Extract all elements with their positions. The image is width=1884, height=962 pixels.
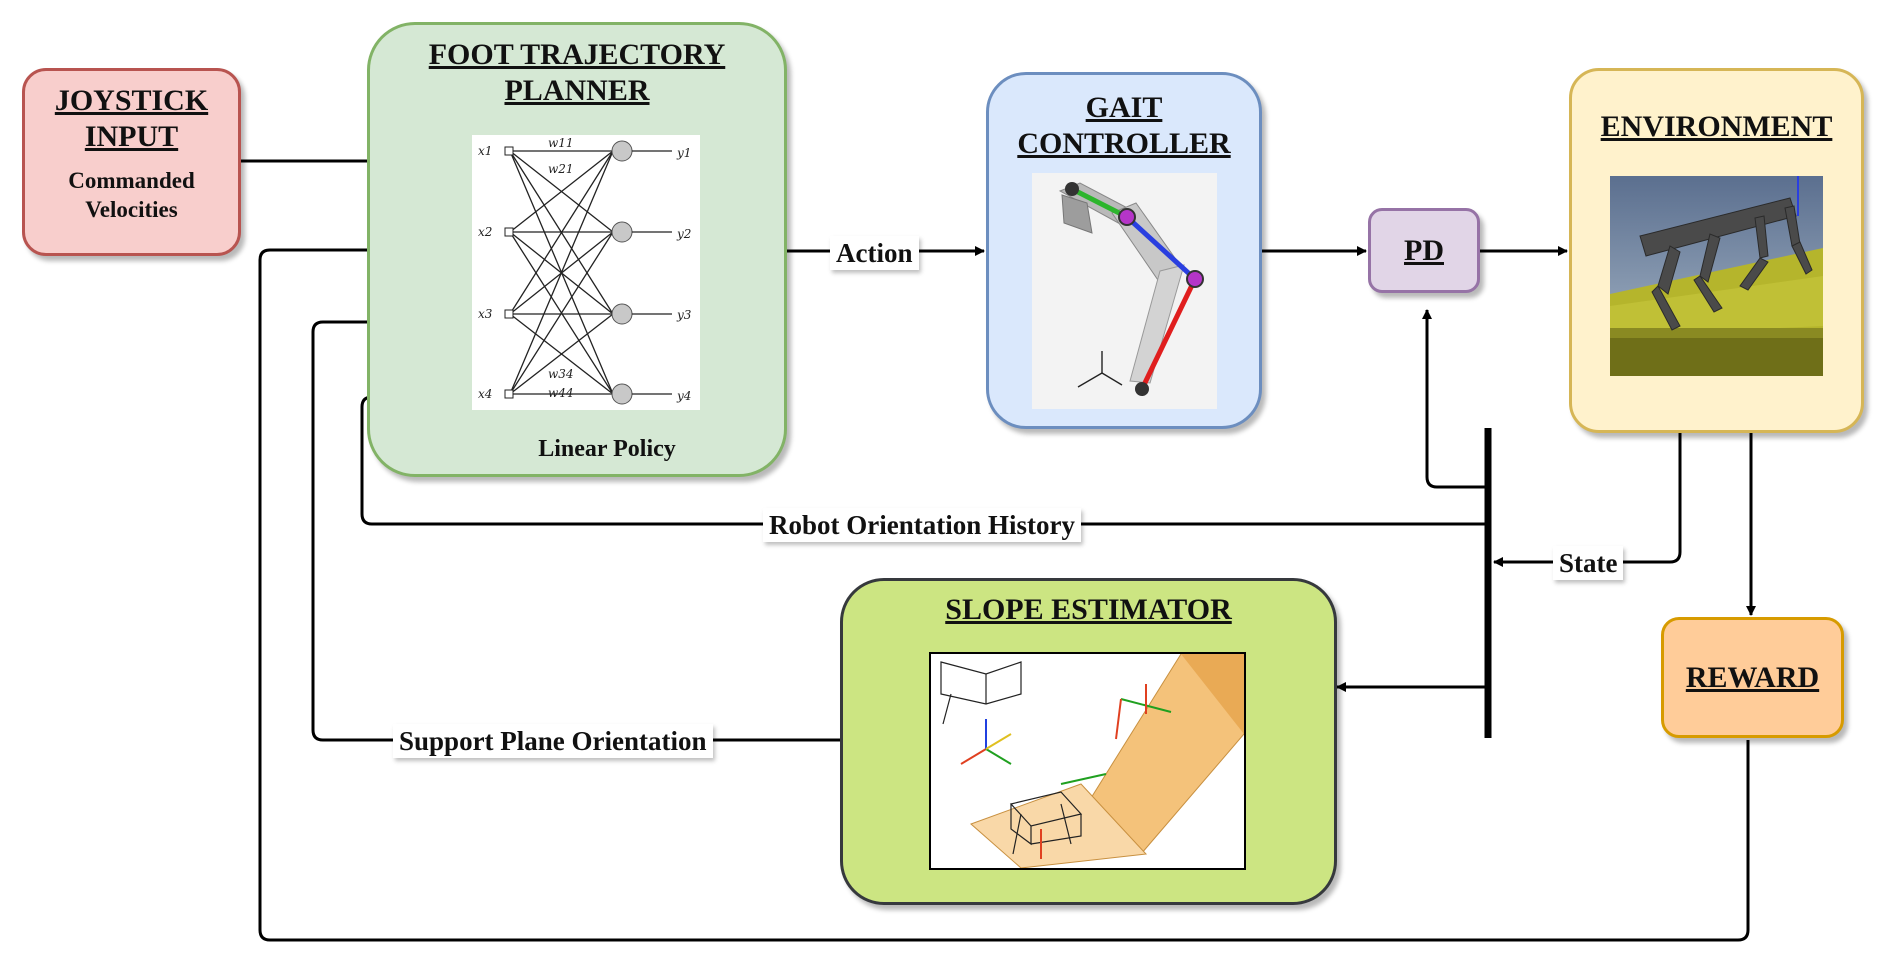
nn-input-x1: x1 xyxy=(478,144,492,158)
nn-weight-w44: w44 xyxy=(548,386,574,400)
joystick-sub-1: Commanded xyxy=(68,168,195,193)
pd-title: PD xyxy=(1404,234,1444,267)
arrow-reward-to-planner xyxy=(258,245,1750,942)
nn-edge xyxy=(509,231,614,395)
nn-weight-w11: w11 xyxy=(548,136,574,150)
joystick-title-2: INPUT xyxy=(84,120,179,153)
nn-input-x4: x4 xyxy=(478,387,492,401)
nn-output-y3: y3 xyxy=(676,308,692,322)
nn-output-y4: y4 xyxy=(676,389,691,403)
nn-input-node xyxy=(504,309,514,319)
nn-weight-w21: w21 xyxy=(548,162,574,176)
nn-weight-w34: w34 xyxy=(548,367,574,381)
arrow-env-state xyxy=(1493,433,1682,567)
arrow-support-plane-to-planner xyxy=(311,317,840,742)
slope-title: SLOPE ESTIMATOR xyxy=(945,593,1232,626)
nn-input-node xyxy=(504,146,514,156)
nn-output-node xyxy=(611,383,633,405)
nn-edge xyxy=(509,150,614,315)
nn-edge xyxy=(509,150,614,395)
joystick-input-box: JOYSTICK INPUT Commanded Velocities xyxy=(22,68,241,256)
nn-output-node xyxy=(611,140,633,162)
nn-output-y1: y1 xyxy=(676,146,691,160)
joystick-title-1: JOYSTICK xyxy=(54,84,209,117)
gait-title-1: GAIT xyxy=(1085,91,1163,124)
nn-input-node xyxy=(504,389,514,399)
nn-output-y2: y2 xyxy=(676,227,691,241)
nn-input-node xyxy=(504,227,514,237)
planner-title-1: FOOT TRAJECTORY xyxy=(428,38,726,71)
nn-input-x2: x2 xyxy=(478,225,492,239)
support-plane-label: Support Plane Orientation xyxy=(393,724,713,758)
reward-title: REWARD xyxy=(1685,661,1820,694)
reward-box: REWARD xyxy=(1661,617,1844,738)
nn-output-node xyxy=(611,303,633,325)
robot-leg-image xyxy=(1032,173,1217,409)
arrow-state-to-pd xyxy=(1422,309,1488,489)
nn-input-x3: x3 xyxy=(478,307,493,321)
pd-box: PD xyxy=(1368,208,1480,293)
gait-title-2: CONTROLLER xyxy=(1017,127,1231,160)
planner-title-2: PLANNER xyxy=(504,74,650,107)
planner-caption: Linear Policy xyxy=(538,436,676,462)
environment-title: ENVIRONMENT xyxy=(1600,110,1833,143)
action-label: Action xyxy=(830,236,919,270)
nn-output-node xyxy=(611,221,633,243)
orientation-history-label: Robot Orientation History xyxy=(763,508,1081,542)
linear-policy-network-image: x1 x2 x3 x4 y1 y2 y3 y4 w11 w21 w34 w44 xyxy=(472,135,700,410)
state-label: State xyxy=(1553,546,1624,580)
joystick-sub-2: Velocities xyxy=(85,197,178,222)
nn-edge xyxy=(509,150,614,233)
slope-geometry-image xyxy=(929,652,1246,870)
nn-edge xyxy=(509,313,614,395)
simulation-environment-image xyxy=(1610,176,1823,376)
